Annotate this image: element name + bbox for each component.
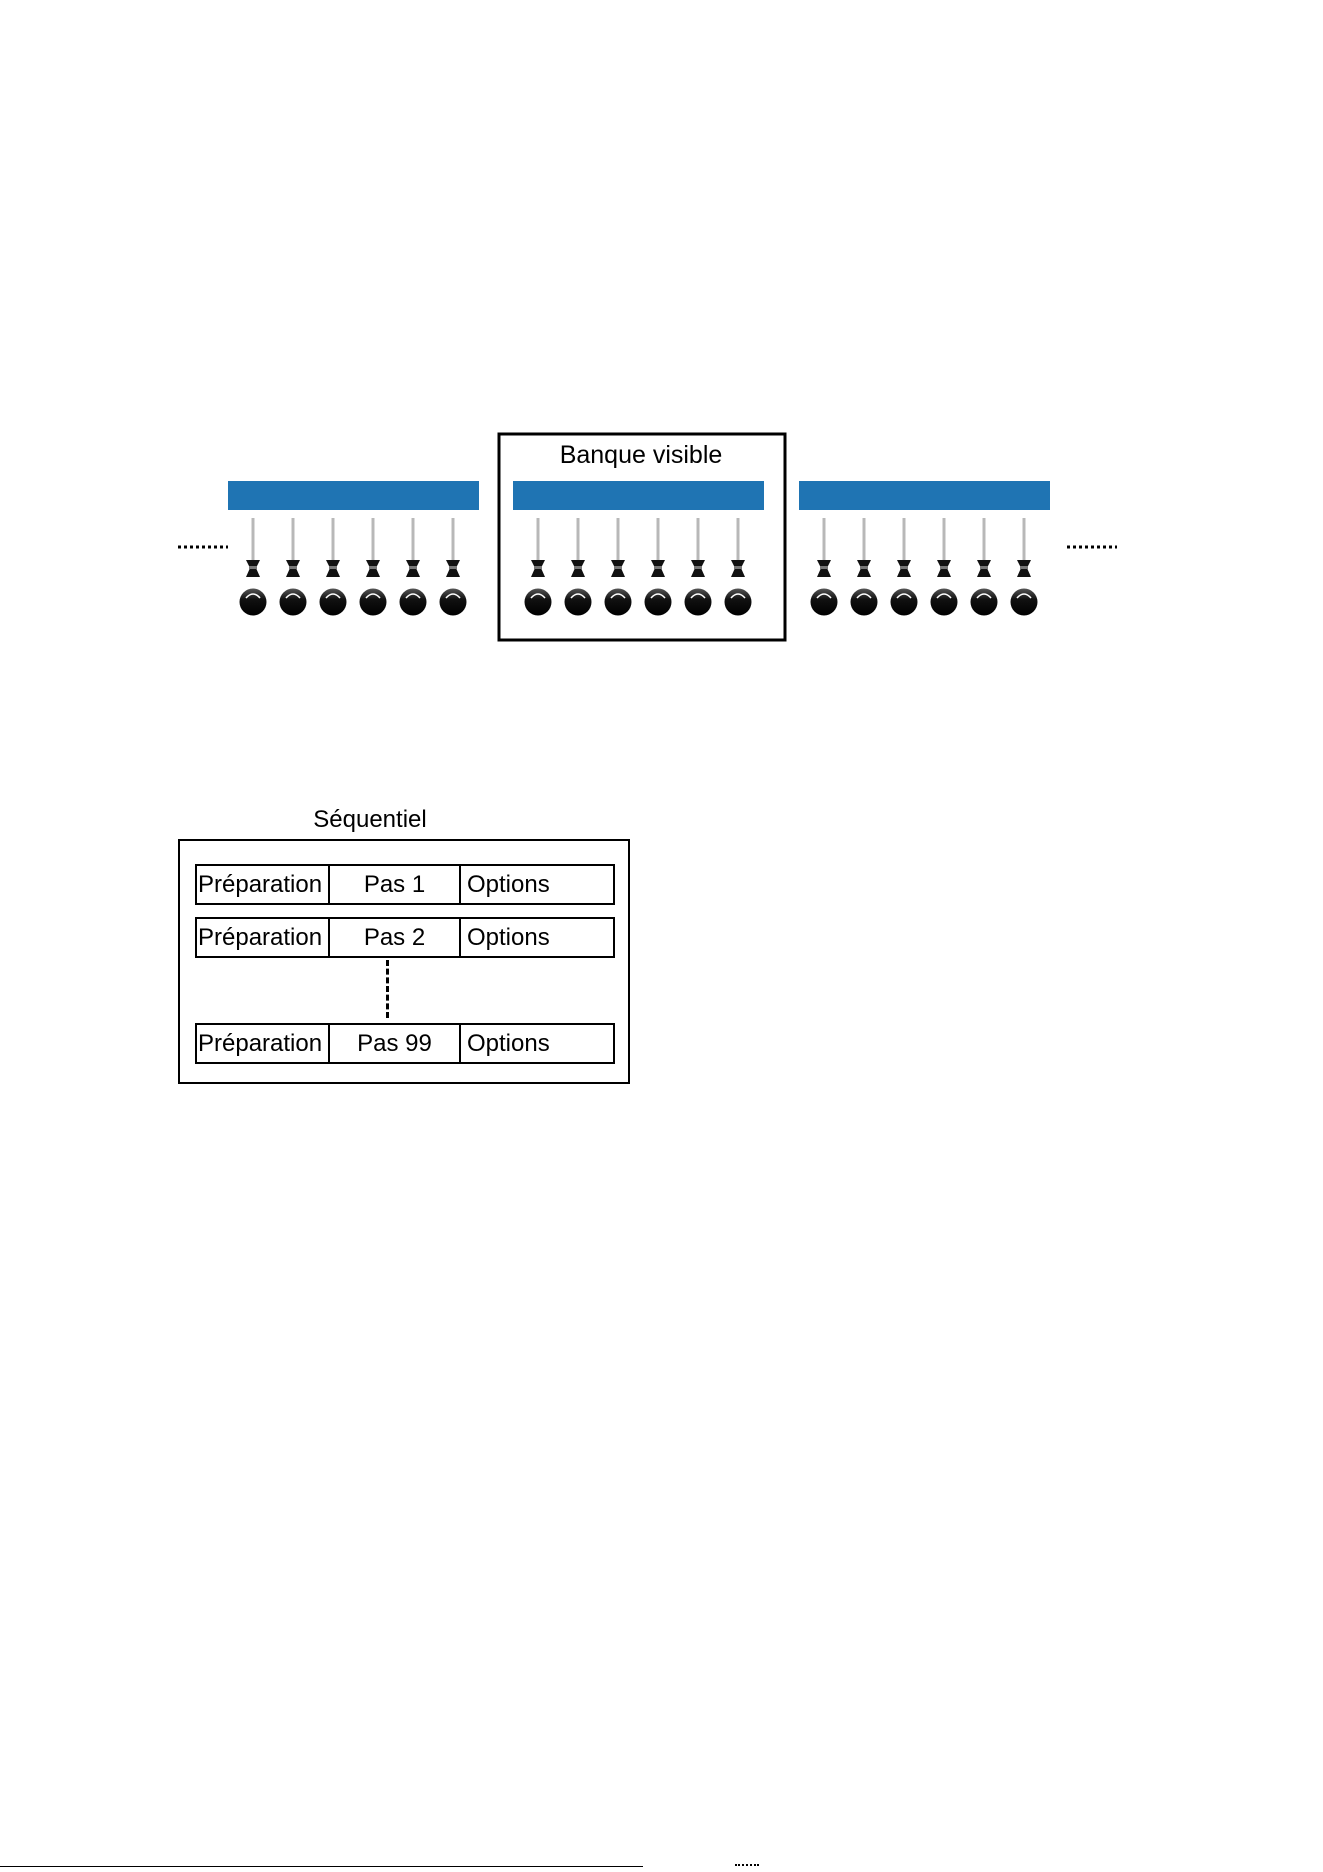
- fader-icon: [440, 518, 467, 616]
- fader-icon: [971, 518, 998, 616]
- sequential-row: Préparation Pas 99 Options: [195, 1023, 615, 1064]
- fader-icon: [1011, 518, 1038, 616]
- sequential-title: Séquentiel: [280, 805, 460, 835]
- step-cell: Pas 2: [330, 919, 461, 956]
- fader-icon: [360, 518, 387, 616]
- step-cell: Pas 99: [330, 1025, 461, 1062]
- left-bank-bar: [228, 481, 479, 510]
- footer-rule: [0, 1866, 643, 1867]
- options-cell: Options: [461, 866, 613, 903]
- visible-bank-label: Banque visible: [498, 440, 784, 470]
- fader-icon: [811, 518, 838, 616]
- fader-icon: [565, 518, 592, 616]
- fader-icon: [725, 518, 752, 616]
- fader-icon: [525, 518, 552, 616]
- sequential-row: Préparation Pas 1 Options: [195, 864, 615, 905]
- fader-icon: [400, 518, 427, 616]
- sequential-row: Préparation Pas 2 Options: [195, 917, 615, 958]
- right-bank-bar: [799, 481, 1050, 510]
- sequence-continuation-dashes: [386, 960, 389, 1018]
- fader-icon: [280, 518, 307, 616]
- step-cell: Pas 1: [330, 866, 461, 903]
- fader-icon: [685, 518, 712, 616]
- fader-icon: [645, 518, 672, 616]
- fader-icon: [320, 518, 347, 616]
- preparation-cell: Préparation: [197, 919, 330, 956]
- options-cell: Options: [461, 919, 613, 956]
- options-cell: Options: [461, 1025, 613, 1062]
- fader-icon: [605, 518, 632, 616]
- fader-icon: [240, 518, 267, 616]
- preparation-cell: Préparation: [197, 1025, 330, 1062]
- preparation-cell: Préparation: [197, 866, 330, 903]
- footer-mark: [735, 1864, 759, 1870]
- fader-icon: [891, 518, 918, 616]
- fader-icon: [851, 518, 878, 616]
- fader-banks-diagram: [0, 0, 1323, 700]
- visible-bank-bar: [513, 481, 764, 510]
- fader-icon: [931, 518, 958, 616]
